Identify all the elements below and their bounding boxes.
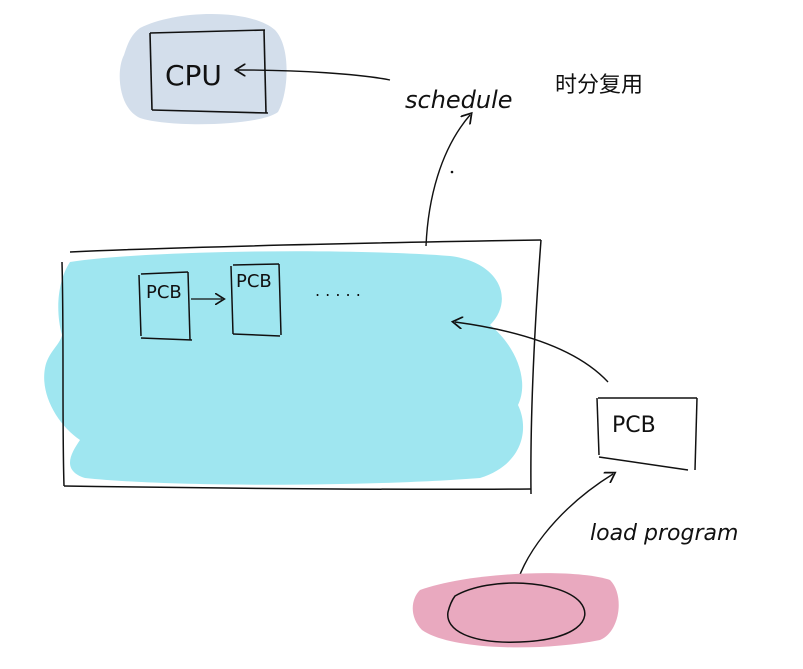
cpu-highlight <box>119 14 287 125</box>
stray-dot <box>450 170 454 174</box>
cpu-label: CPU <box>165 59 222 92</box>
pcb-enqueue-arrow <box>455 322 609 383</box>
new-pcb-box <box>596 397 698 471</box>
load-program-label: load program <box>590 521 738 546</box>
cpu-box <box>149 29 269 114</box>
queue-pcb-box-2 <box>230 263 282 337</box>
queue-highlight <box>44 251 524 485</box>
program-disk-oval <box>447 582 586 643</box>
queue-to-schedule-arrow <box>425 115 470 247</box>
queue-pcb-label-2: PCB <box>236 271 272 292</box>
ready-queue-frame <box>61 239 542 495</box>
time-sharing-label: 时分复用 <box>555 73 643 98</box>
schedule-to-cpu-arrow <box>238 70 391 81</box>
disk-highlight <box>412 573 619 648</box>
queue-pcb-label-1: PCB <box>146 282 182 303</box>
schedule-label: schedule <box>405 86 513 114</box>
queue-pcb-box-1 <box>138 271 193 341</box>
queue-ellipsis: . . . . . <box>315 281 361 300</box>
new-pcb-label: PCB <box>612 413 656 438</box>
